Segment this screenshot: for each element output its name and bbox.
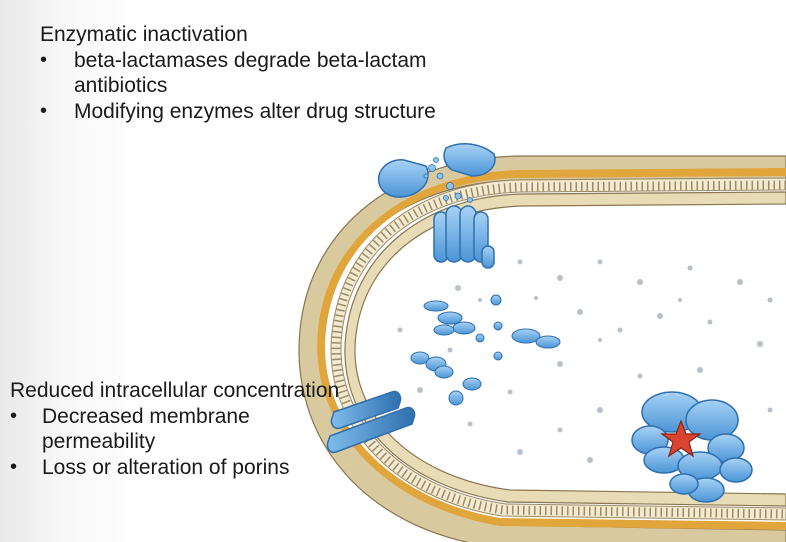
enzymatic-bullet-list: • beta-lactamases degrade beta-lactam an… — [40, 48, 500, 124]
enzymatic-inactivation-title: Enzymatic inactivation — [40, 23, 248, 46]
enzyme-channel — [433, 205, 495, 269]
bullet-icon: • — [40, 100, 48, 122]
peptidoglycan-hatch — [331, 180, 786, 519]
capsule-fragments — [423, 157, 473, 203]
drug-fragments — [410, 294, 561, 406]
bullet-icon: • — [10, 456, 18, 478]
list-item: • Modifying enzymes alter drug structure — [40, 99, 500, 124]
reduced-bullet-list: • Decreased membrane permeability • Loss… — [10, 404, 340, 480]
reduced-concentration-section: Reduced intracellular concentration • De… — [10, 378, 340, 480]
bullet-text: Decreased membrane permeability — [42, 405, 250, 453]
cytoplasm-particles — [397, 259, 773, 463]
bullet-text: beta-lactamases degrade beta-lactam anti… — [74, 49, 427, 97]
modifying-enzyme-complex — [631, 391, 753, 503]
bullet-icon: • — [10, 405, 18, 427]
peptidoglycan-layer — [330, 177, 786, 521]
enzymatic-inactivation-section: Enzymatic inactivation • beta-lactamases… — [40, 22, 500, 124]
list-item: • Decreased membrane permeability — [10, 404, 340, 454]
list-item: • beta-lactamases degrade beta-lactam an… — [40, 48, 500, 98]
cell-envelope — [298, 155, 786, 542]
list-item: • Loss or alteration of porins — [10, 455, 340, 480]
bullet-text: Loss or alteration of porins — [42, 456, 290, 479]
reduced-concentration-title: Reduced intracellular concentration — [10, 379, 340, 402]
drug-star-icon — [660, 419, 702, 458]
porin-channel — [326, 390, 416, 454]
bullet-icon: • — [40, 49, 48, 71]
bullet-text: Modifying enzymes alter drug structure — [74, 100, 436, 123]
inner-membrane — [344, 191, 786, 507]
